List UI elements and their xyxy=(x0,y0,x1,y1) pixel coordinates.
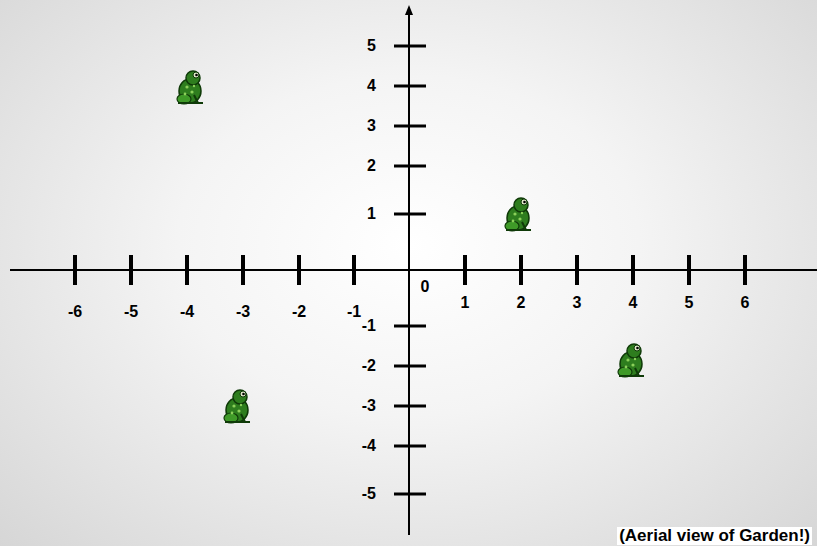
x-tick-label: 3 xyxy=(573,294,582,312)
y-tick-label: -4 xyxy=(362,437,376,455)
y-tick-label: -3 xyxy=(362,397,376,415)
frog-icon xyxy=(618,344,644,377)
frog-icon xyxy=(224,390,250,423)
y-tick-label: 2 xyxy=(367,157,376,175)
x-ticks xyxy=(75,255,745,285)
y-tick-label: 3 xyxy=(367,117,376,135)
x-tick-label: -4 xyxy=(180,303,194,321)
x-tick-label: -2 xyxy=(292,303,306,321)
y-tick-label: -1 xyxy=(362,317,376,335)
x-tick-label: 1 xyxy=(461,294,470,312)
x-tick-label: 2 xyxy=(517,294,526,312)
frog-icon xyxy=(177,71,203,104)
x-tick-label: 4 xyxy=(629,294,638,312)
x-tick-label: 5 xyxy=(685,294,694,312)
origin-label: 0 xyxy=(421,278,430,296)
x-tick-label: -6 xyxy=(68,303,82,321)
y-tick-label: 4 xyxy=(367,77,376,95)
y-tick-label: 5 xyxy=(367,37,376,55)
x-tick-label: -1 xyxy=(347,303,361,321)
x-tick-label: 6 xyxy=(741,294,750,312)
caption-note: (Aerial view of Garden!) xyxy=(617,527,812,545)
y-tick-label: 1 xyxy=(367,205,376,223)
y-ticks xyxy=(394,46,426,494)
frog-icon xyxy=(505,198,531,231)
y-tick-label: -5 xyxy=(362,485,376,503)
y-tick-label: -2 xyxy=(362,357,376,375)
x-tick-label: -3 xyxy=(236,303,250,321)
x-tick-label: -5 xyxy=(124,303,138,321)
